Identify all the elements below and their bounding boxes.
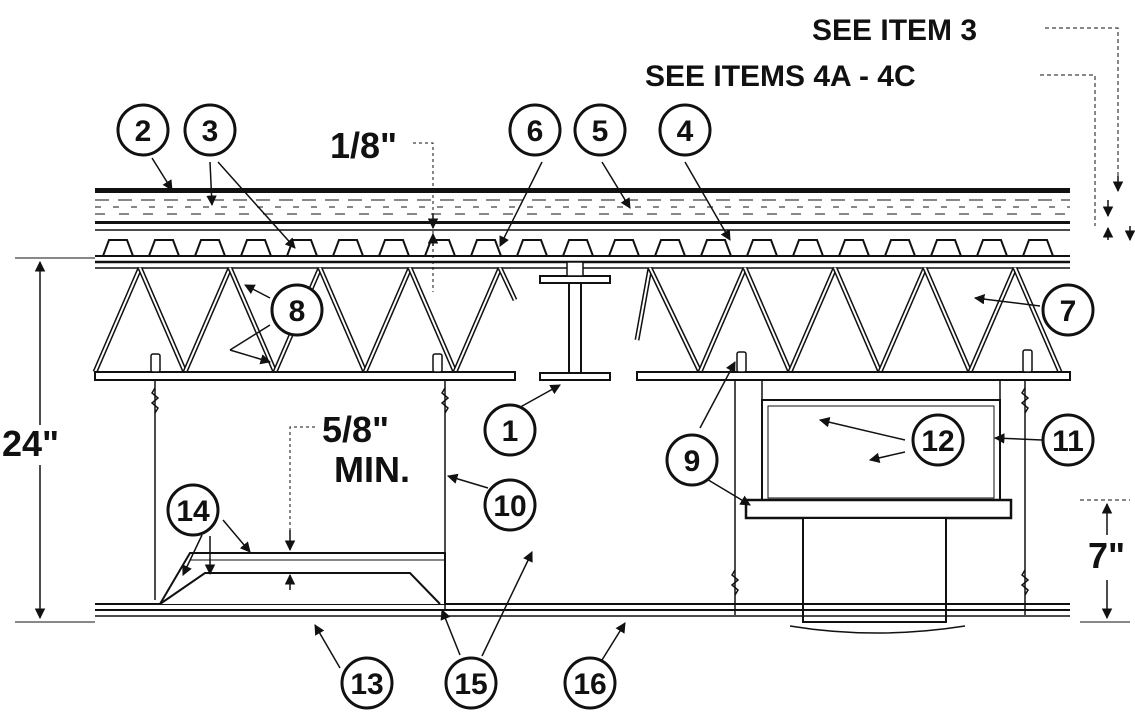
item-number-1: 1 bbox=[502, 415, 519, 448]
item-number-4: 4 bbox=[677, 115, 694, 148]
dim-1-8-label: 1/8" bbox=[330, 125, 397, 166]
item-bubble-6 bbox=[508, 103, 562, 157]
item-bubble-11 bbox=[1041, 413, 1095, 467]
item-bubble-13 bbox=[340, 656, 394, 710]
see-items-4a-4c-label: SEE ITEMS 4A - 4C bbox=[645, 60, 916, 93]
insulation-layer bbox=[95, 199, 1070, 224]
item-number-16: 16 bbox=[573, 668, 606, 701]
lay-in-panel bbox=[159, 552, 446, 605]
item-bubble-16 bbox=[563, 656, 617, 710]
steel-joist-web bbox=[92, 266, 1063, 374]
item-number-2: 2 bbox=[135, 115, 152, 148]
item-bubble-7 bbox=[1041, 283, 1095, 337]
item-number-11: 11 bbox=[1052, 425, 1084, 458]
roof-covering bbox=[95, 188, 1070, 193]
item-bubble-5 bbox=[573, 103, 627, 157]
dim-7-label: 7" bbox=[1088, 535, 1125, 576]
item-number-15: 15 bbox=[454, 668, 487, 701]
item-number-14: 14 bbox=[176, 495, 210, 528]
item-number-6: 6 bbox=[527, 115, 544, 148]
dim-5-8-label: 5/8" bbox=[322, 409, 389, 450]
light-fixture-box bbox=[744, 399, 1013, 634]
dim-24-label: 24" bbox=[2, 423, 59, 464]
item-number-9: 9 bbox=[684, 445, 701, 478]
item-bubble-1 bbox=[483, 403, 537, 457]
callout-leaders bbox=[1040, 27, 1135, 242]
item-number-3: 3 bbox=[202, 115, 219, 148]
item-bubble-8 bbox=[270, 283, 324, 337]
item-number-10: 10 bbox=[493, 490, 526, 523]
item-bubble-10 bbox=[483, 478, 537, 532]
item-number-7: 7 bbox=[1060, 295, 1077, 328]
see-item-3-label: SEE ITEM 3 bbox=[812, 14, 977, 47]
joist-clips bbox=[150, 349, 1033, 373]
item-number-12: 12 bbox=[921, 425, 954, 458]
item-bubble-2 bbox=[116, 103, 170, 157]
item-bubble-15 bbox=[444, 656, 498, 710]
item-leaders bbox=[151, 157, 1043, 669]
dimension-24 bbox=[15, 257, 95, 623]
joist-bottom-chord bbox=[94, 371, 1071, 381]
item-bubble-4 bbox=[658, 103, 712, 157]
item-bubble-12 bbox=[911, 413, 965, 467]
steel-beam bbox=[539, 261, 611, 381]
item-bubble-9 bbox=[665, 433, 719, 487]
item-bubble-14 bbox=[166, 483, 220, 537]
dimension-1-8 bbox=[413, 142, 439, 292]
item-number-13: 13 bbox=[350, 668, 383, 701]
dim-min-label: MIN. bbox=[334, 449, 410, 490]
item-number-8: 8 bbox=[289, 295, 306, 328]
item-bubble-3 bbox=[183, 103, 237, 157]
dimension-7 bbox=[1080, 499, 1130, 623]
item-number-5: 5 bbox=[592, 115, 609, 148]
dimension-5-8-min bbox=[284, 426, 315, 590]
